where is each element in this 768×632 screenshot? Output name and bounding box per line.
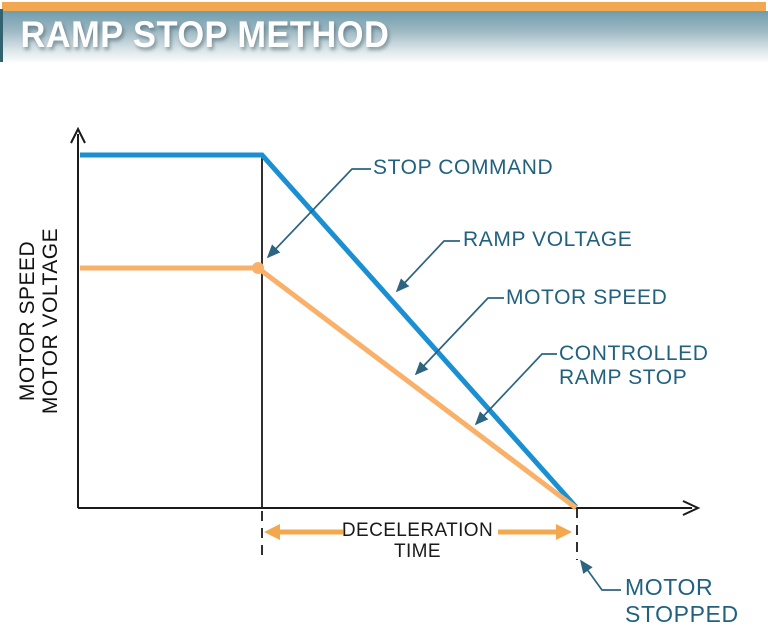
ramp-voltage-label: RAMP VOLTAGE bbox=[463, 228, 633, 251]
motor-speed-leader bbox=[414, 297, 504, 376]
y-axis-arrow-icon bbox=[70, 126, 86, 144]
stop-command-leader bbox=[266, 168, 371, 259]
banner-top-stripe bbox=[2, 2, 766, 11]
banner-left-edge bbox=[0, 9, 3, 62]
controlled-ramp-stop-line1: CONTROLLED bbox=[559, 342, 709, 365]
controlled-ramp-stop-line2: RAMP STOP bbox=[559, 366, 688, 389]
y-axis-label-line2: MOTOR VOLTAGE bbox=[39, 227, 62, 415]
figure-title: RAMP STOP METHOD bbox=[20, 14, 390, 55]
annotation-leaders bbox=[266, 168, 621, 591]
stop-command-label: STOP COMMAND bbox=[373, 156, 554, 179]
motor-speed-label: MOTOR SPEED bbox=[506, 286, 668, 309]
x-axis-arrow-icon bbox=[682, 500, 701, 516]
y-axis-label: MOTOR SPEED MOTOR VOLTAGE bbox=[16, 201, 64, 441]
controlled-ramp-stop-label: CONTROLLED RAMP STOP bbox=[559, 342, 709, 390]
deceleration-right-arrowhead-icon bbox=[556, 524, 572, 540]
banner-gradient: RAMP STOP METHOD bbox=[0, 11, 768, 62]
ramp-voltage-curve bbox=[80, 152, 578, 509]
motor-stopped-line2: STOPPED bbox=[625, 601, 739, 627]
deceleration-span-arrows bbox=[264, 524, 572, 540]
deceleration-time-line2: TIME bbox=[394, 541, 441, 562]
motor-speed-curve bbox=[80, 265, 578, 510]
deceleration-left-arrowhead-icon bbox=[264, 524, 280, 540]
title-banner: RAMP STOP METHOD bbox=[0, 0, 768, 62]
controlled-ramp-stop-leader bbox=[474, 353, 557, 426]
motor-stopped-label: MOTOR STOPPED bbox=[625, 574, 739, 628]
axes bbox=[70, 126, 701, 516]
ramp-voltage-leader bbox=[395, 240, 460, 293]
motor-stopped-line1: MOTOR bbox=[625, 574, 714, 600]
y-axis-label-line1: MOTOR SPEED bbox=[16, 240, 39, 402]
motor-stopped-leader bbox=[580, 559, 621, 591]
deceleration-time-label: DECELERATION TIME bbox=[335, 520, 500, 562]
stop-command-point bbox=[252, 262, 264, 274]
deceleration-time-line1: DECELERATION bbox=[341, 520, 494, 541]
